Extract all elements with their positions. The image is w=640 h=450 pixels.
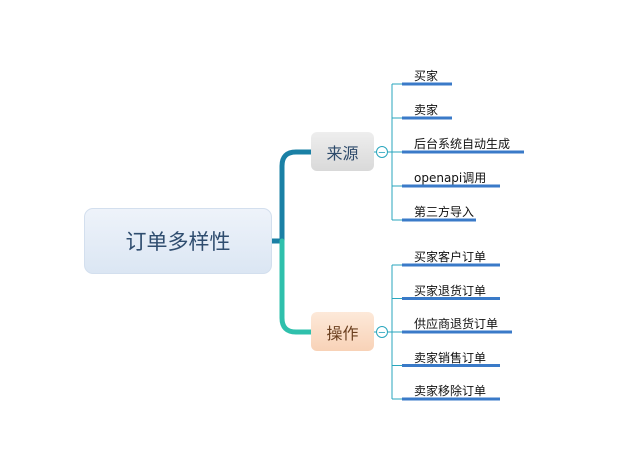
leaf-source-2[interactable]: 后台系统自动生成 [414, 137, 511, 151]
collapse-toggle-ops[interactable]: − [376, 326, 388, 339]
collapse-toggle-source-circle [376, 146, 388, 158]
leaf-source-3[interactable]: openapi调用 [414, 171, 487, 185]
leaf-source-4[interactable]: 第三方导入 [414, 205, 475, 219]
connector-root-to-ops [279, 238, 314, 335]
leaf-ops-1[interactable]: 买家退货订单 [414, 283, 487, 298]
branch-topic-source[interactable]: 来源 [311, 132, 374, 171]
branch-topic-ops-label: 操作 [326, 323, 359, 343]
connector-root-to-source [269, 149, 314, 244]
leaf-ops-0[interactable]: 买家客户订单 [414, 250, 487, 264]
branch-topic-source-label: 来源 [326, 143, 359, 163]
leaf-ops-4[interactable]: 卖家移除订单 [414, 384, 487, 398]
source-subtree: − [374, 82, 524, 222]
collapse-toggle-source-minus-icon: − [378, 148, 386, 159]
root-topic[interactable]: 订单多样性 [84, 208, 272, 274]
leaf-ops-2[interactable]: 供应商退货订单 [414, 317, 499, 331]
collapse-toggle-ops-circle [376, 326, 388, 338]
leaf-ops-3[interactable]: 卖家销售订单 [414, 350, 487, 365]
branch-topic-ops[interactable]: 操作 [311, 312, 374, 351]
collapse-toggle-ops-minus-icon: − [378, 328, 386, 339]
ops-subtree: − [374, 263, 512, 401]
leaf-source-0[interactable]: 买家 [414, 69, 439, 83]
root-topic-label: 订单多样性 [125, 230, 231, 254]
leaf-source-1[interactable]: 卖家 [414, 103, 439, 117]
collapse-toggle-source[interactable]: − [376, 146, 388, 159]
